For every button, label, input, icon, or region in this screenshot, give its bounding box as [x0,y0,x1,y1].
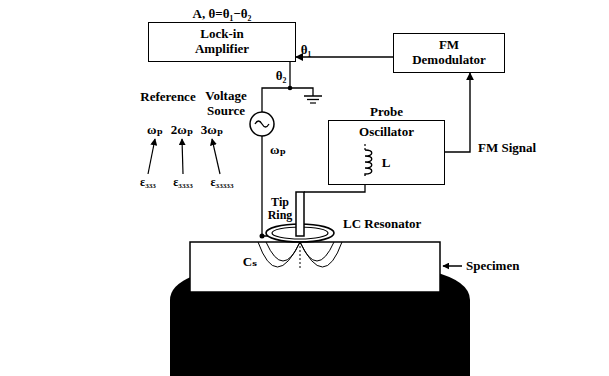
reference-arrow [148,139,155,174]
box-label: FM Demodulator [404,38,494,68]
field-line [258,242,300,267]
diagram-label: L [382,156,391,171]
process-box: A, θ=θ₁−θ₂Lock-in Amplifier [148,22,296,62]
diagram-label: 2ωₚ [171,123,193,138]
diagram-label: θ₁ [301,43,312,58]
voltage-source-symbol [250,112,274,136]
diagram-label: ωₚ [270,143,286,158]
reference-arrow [212,139,220,174]
box-heading: Probe [299,105,474,120]
reference-arrow [182,139,183,174]
junction-dot [260,234,265,239]
diagram-label: ωₚ [147,123,163,138]
diagram-label: Tip [271,196,289,210]
diagram-label: Cₛ [243,255,258,270]
junction-dot [288,86,293,91]
diagram-label: ε₃₃₃₃₃ [210,176,233,190]
diagram-label: LC Resonator [343,217,421,232]
diagram-label: θ₂ [276,69,287,84]
field-line [300,242,301,270]
ground-symbol [307,99,319,100]
ground-symbol [304,95,322,97]
wire [262,136,268,236]
reference-wire [289,62,290,88]
wire [262,88,313,112]
diagram-label: 3ωₚ [201,123,223,138]
diagram-label: ε₃₃₃₃ [173,176,193,190]
specimen-slab [190,242,440,292]
ground-symbol [310,102,316,103]
diagram-label: Ring [268,209,293,223]
connector-label: FM Signal [476,141,538,156]
field-line [300,242,342,267]
process-box: FM Demodulator [393,33,505,73]
diagram-label: Voltage Source [197,89,255,119]
probe-tip [296,192,304,236]
signal-connector [445,73,470,152]
diagram-label: ε₃₃₃ [140,176,156,190]
process-box: ProbeOscillator [328,120,445,185]
diagram-label: Reference [140,90,195,105]
box-label: Oscillator [359,125,414,140]
leader-arrow [443,265,462,267]
diagram-label: Specimen [466,259,519,274]
box-label: Lock-in Amplifier [182,27,262,57]
voltage-source-symbol [255,121,269,127]
box-heading: A, θ=θ₁−θ₂ [119,7,325,22]
